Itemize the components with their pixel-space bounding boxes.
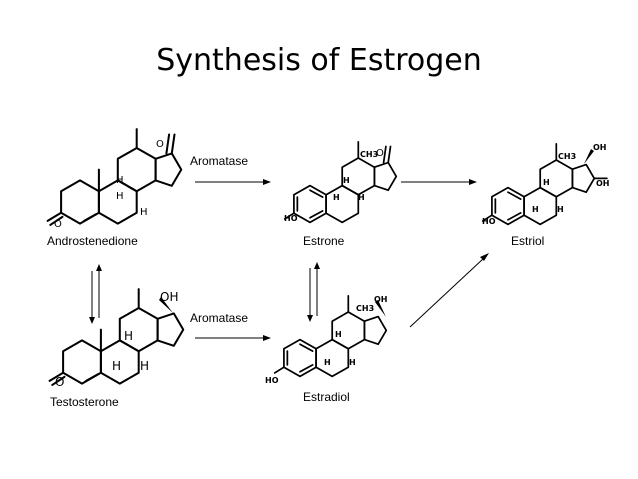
atom-H: H — [349, 358, 356, 367]
atom-H: H — [335, 330, 342, 339]
estriol-structure: HO CH3 OH OH H H H — [481, 143, 610, 226]
arrow-estradiol-to-estriol — [409, 253, 489, 328]
androstenedione-structure: O O H H H — [46, 128, 183, 230]
wedge-bond — [375, 300, 386, 317]
page-title: Synthesis of Estrogen — [156, 43, 482, 78]
estradiol-structure: HO CH3 OH H H H — [265, 295, 388, 385]
label-estriol: Estriol — [511, 234, 544, 248]
atom-CH3: CH3 — [360, 150, 378, 159]
atom-HO: HO — [482, 217, 496, 226]
atom-CH3: CH3 — [356, 304, 374, 313]
atom-O: O — [55, 375, 64, 389]
atom-H: H — [140, 359, 149, 373]
atom-H: H — [116, 175, 124, 186]
atom-H: H — [532, 205, 539, 214]
atom-HO: HO — [265, 376, 279, 385]
atom-HO: HO — [284, 214, 298, 223]
atom-OH: OH — [596, 179, 610, 188]
label-androstenedione: Androstenedione — [47, 234, 138, 248]
atom-H: H — [116, 191, 124, 202]
atom-H: H — [343, 176, 350, 185]
arrow-reversible-androstenedione-testosterone — [89, 264, 102, 324]
atom-H: H — [124, 329, 133, 343]
arrow-testosterone-to-estradiol — [195, 335, 271, 341]
atom-H: H — [543, 178, 550, 187]
arrow-reversible-estrone-estradiol — [307, 262, 320, 322]
label-estrone: Estrone — [303, 234, 345, 248]
atom-OH: OH — [374, 295, 388, 304]
atom-OH: OH — [593, 143, 607, 152]
label-enzyme-aromatase-bottom: Aromatase — [190, 311, 248, 325]
atom-H: H — [140, 207, 148, 218]
atom-H: H — [333, 193, 340, 202]
label-estradiol: Estradiol — [303, 390, 350, 404]
label-testosterone: Testosterone — [50, 395, 119, 409]
arrow-estrone-to-estriol — [401, 179, 477, 185]
atom-O: O — [156, 139, 164, 150]
wedge-bond — [159, 297, 173, 313]
atom-OH: OH — [160, 290, 178, 304]
label-enzyme-aromatase-top: Aromatase — [190, 154, 248, 168]
atom-H: H — [557, 205, 564, 214]
atom-H: H — [358, 193, 365, 202]
atom-H: H — [112, 359, 121, 373]
testosterone-structure: OH O H H H — [48, 288, 185, 389]
atom-H: H — [324, 358, 331, 367]
atom-O: O — [54, 219, 62, 230]
wedge-bond — [584, 149, 594, 164]
atom-CH3: CH3 — [558, 152, 576, 161]
atom-O: O — [376, 148, 384, 159]
arrow-androstenedione-to-estrone — [195, 179, 271, 185]
estrone-structure: HO CH3 O H H H — [283, 141, 398, 224]
